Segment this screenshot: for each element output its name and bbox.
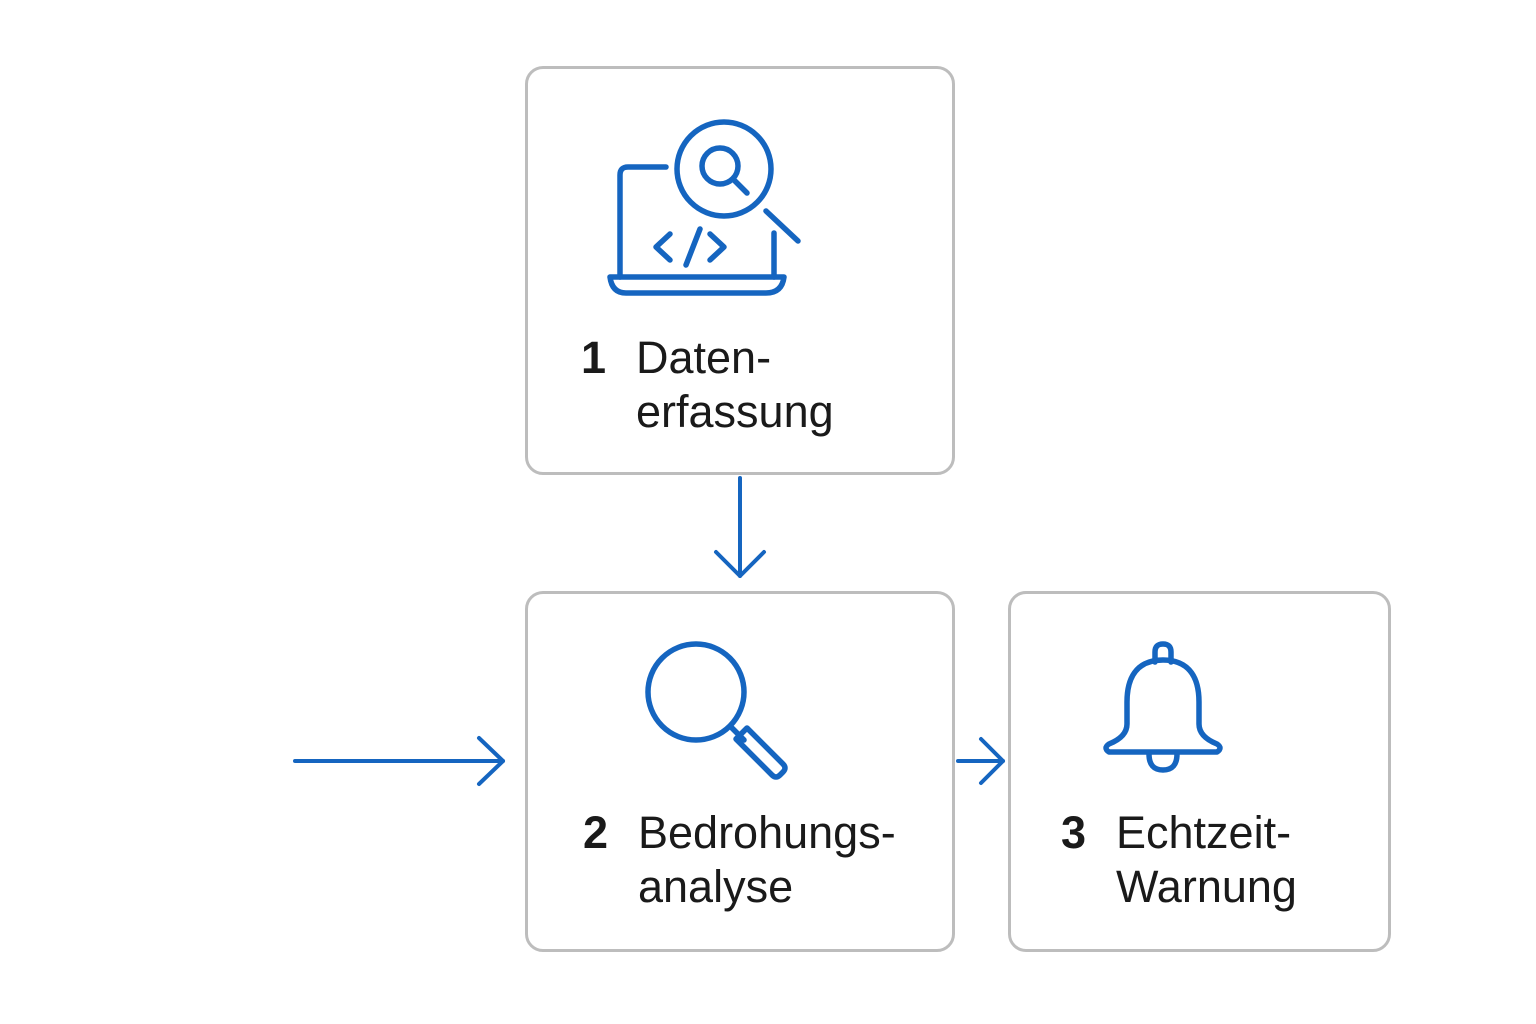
- step-title-line2: analyse: [638, 861, 794, 912]
- step-label: 3 Echtzeit- Warnung: [1061, 806, 1297, 914]
- step-card-data-collection: 1 Daten- erfassung: [525, 66, 955, 475]
- step-title-line2: Warnung: [1116, 861, 1297, 912]
- step-label: 1 Daten- erfassung: [581, 331, 834, 439]
- arrow-step2-to-step3: [956, 737, 1005, 785]
- arrow-step1-to-step2: [714, 476, 766, 578]
- step-title-line1: Echtzeit-: [1116, 807, 1292, 858]
- bell-icon: [1101, 640, 1231, 780]
- step-title-line2: erfassung: [636, 386, 834, 437]
- step-card-threat-analysis: 2 Bedrohungs- analyse: [525, 591, 955, 952]
- step-number: 1: [581, 332, 607, 383]
- step-title-line1: Bedrohungs-: [638, 807, 896, 858]
- step-number: 3: [1061, 807, 1087, 858]
- step-label: 2 Bedrohungs- analyse: [583, 806, 896, 914]
- step-title-line1: Daten-: [636, 332, 772, 383]
- step-card-realtime-alert: 3 Echtzeit- Warnung: [1008, 591, 1391, 952]
- arrow-input-to-step2: [293, 736, 505, 786]
- laptop-code-search-icon: [606, 117, 806, 307]
- step-number: 2: [583, 807, 609, 858]
- magnifier-icon: [640, 638, 790, 783]
